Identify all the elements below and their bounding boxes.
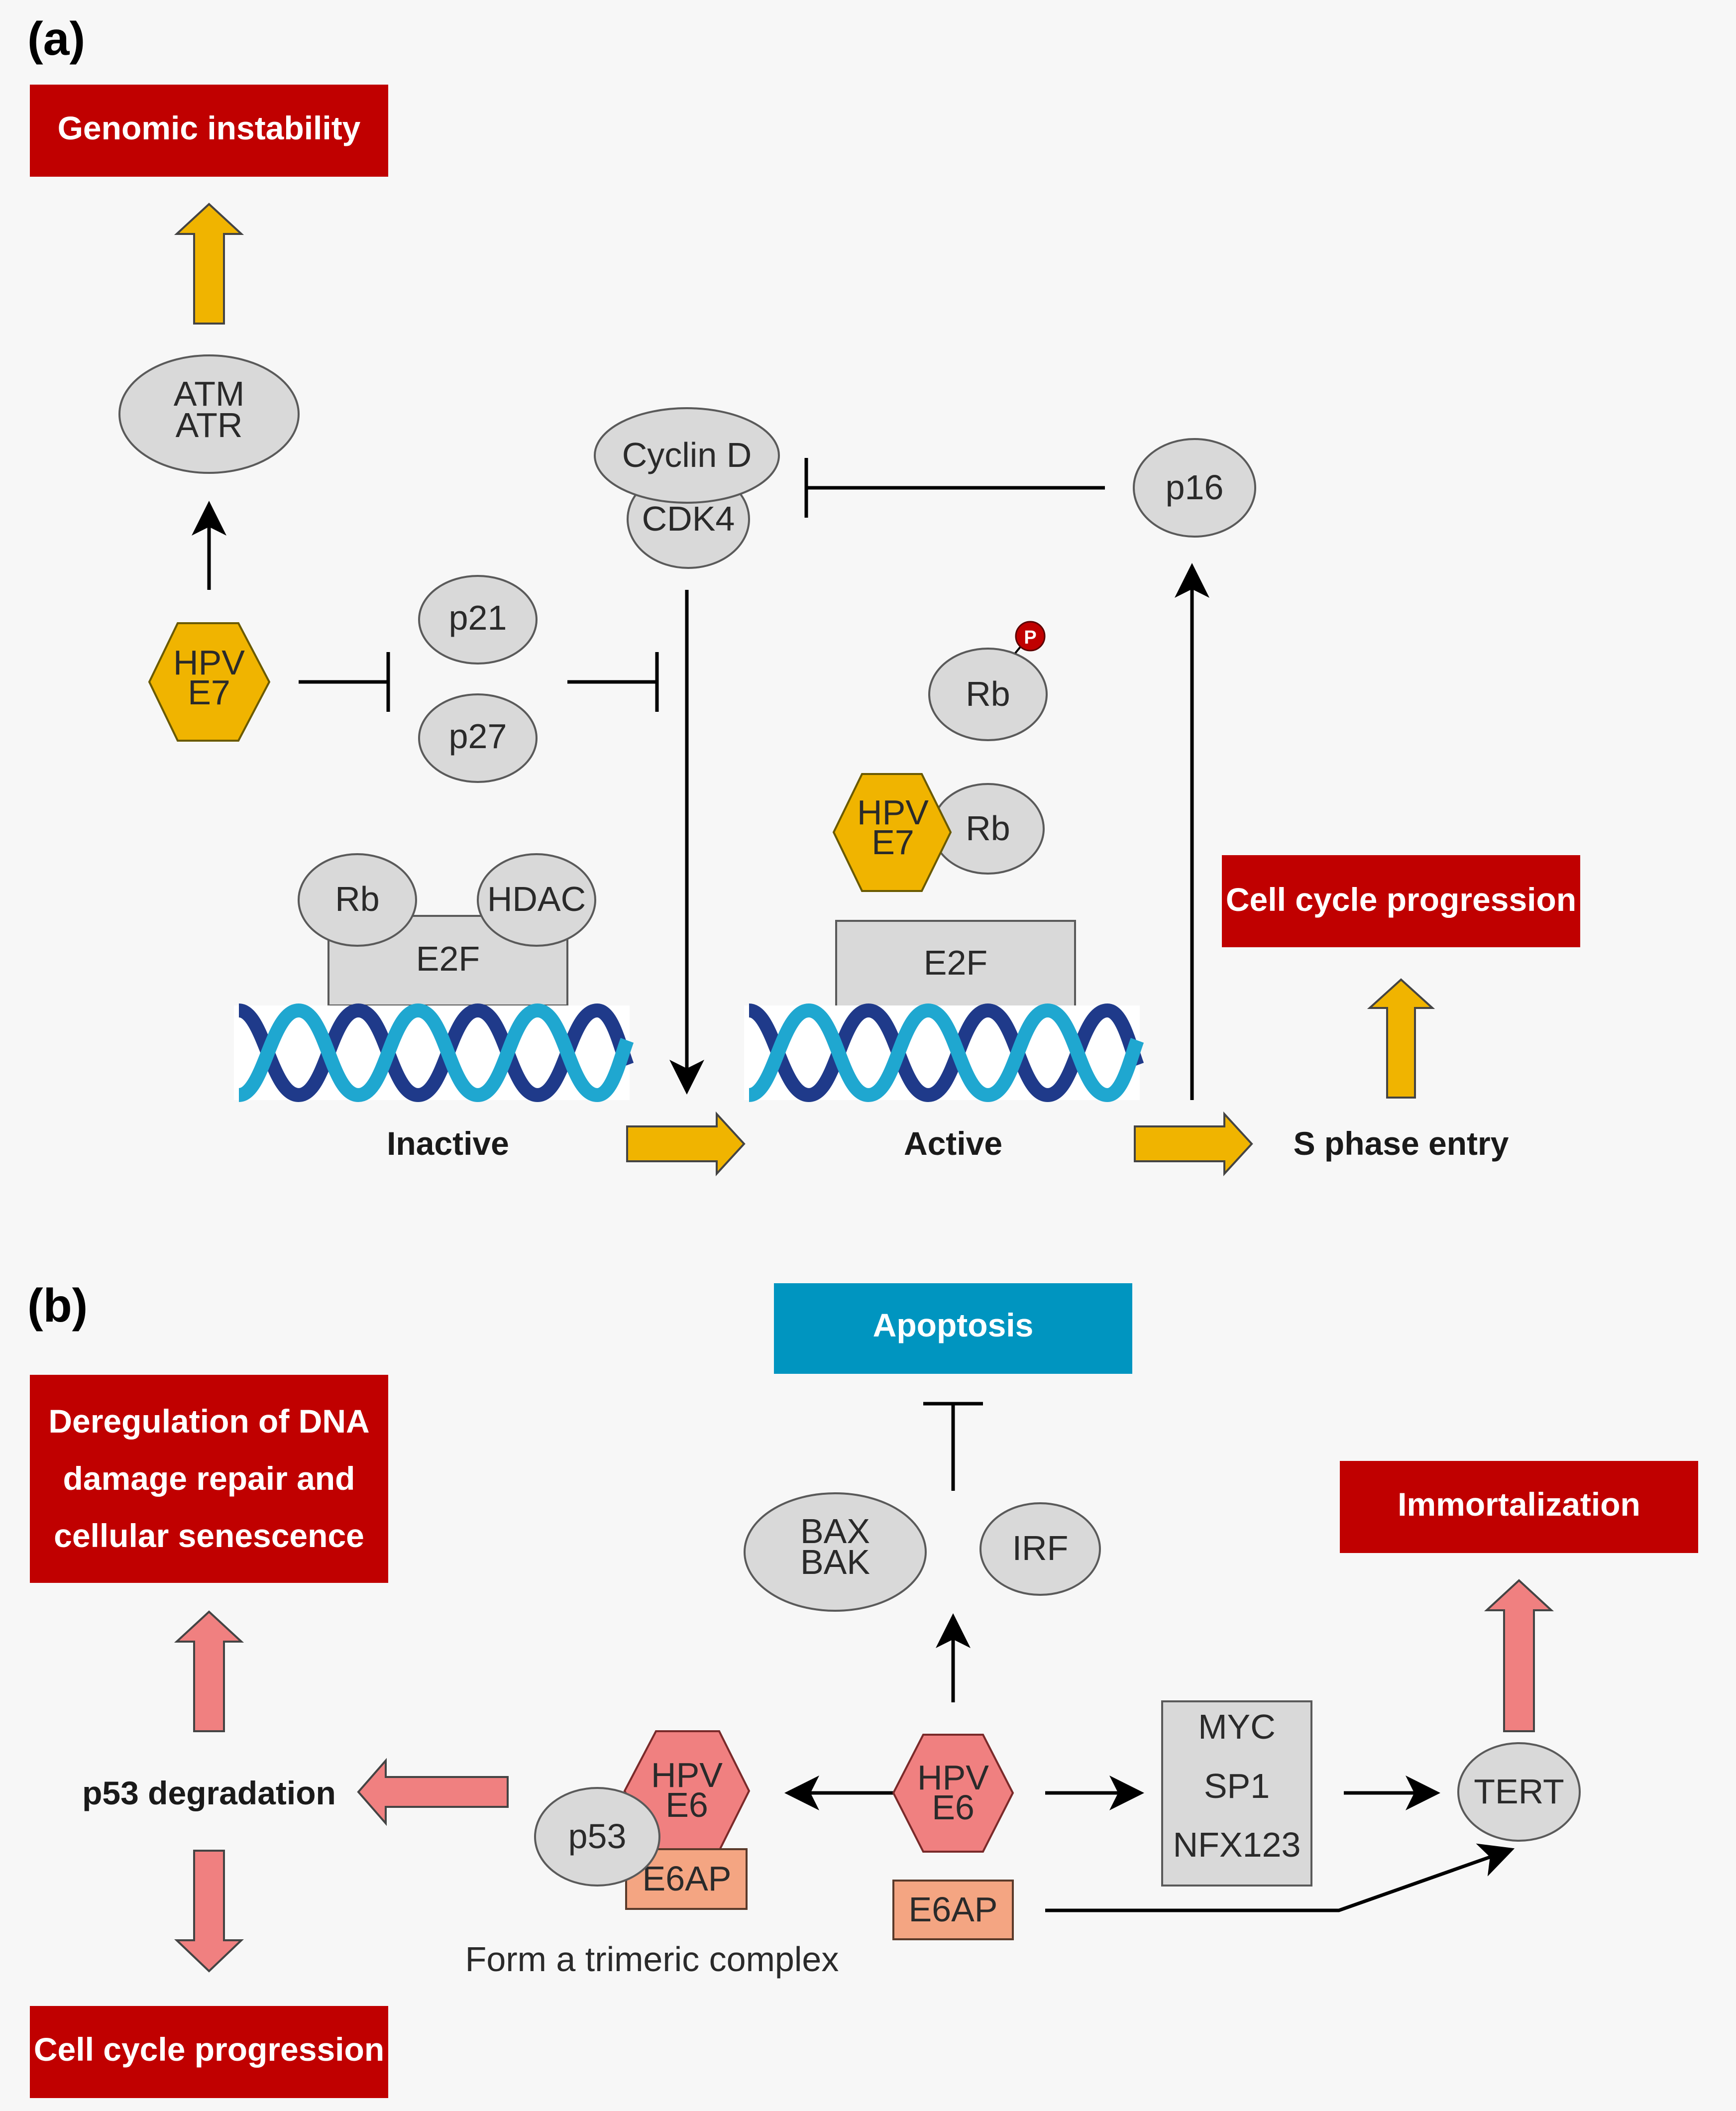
cdk4-label: CDK4 (642, 499, 735, 538)
panel-a-label: (a) (27, 12, 85, 65)
e2f-active-label: E2F (924, 943, 987, 982)
hpv-e6-e6: E6 (932, 1788, 975, 1827)
hpv-e7-label-hpv: HPV (173, 643, 245, 682)
active-label: Active (904, 1125, 1002, 1162)
pink-down-arrow-cellcycle (174, 1850, 244, 1973)
hpv-e6-hexagon (892, 1734, 1014, 1853)
atm-atr-ellipse (118, 354, 300, 474)
orange-up-arrow-cellcycle (1367, 978, 1435, 1099)
rb-inactive-label: Rb (335, 880, 379, 918)
hpv-e6-complex-hpv: HPV (651, 1756, 723, 1794)
inactive-label: Inactive (387, 1125, 509, 1162)
arrow-e6ap-to-tert (1045, 1843, 1515, 1912)
sp1-label: SP1 (1204, 1767, 1270, 1805)
dna-helix-inactive (237, 1003, 634, 1103)
hpv-e6-complex-e6: E6 (665, 1785, 708, 1824)
e6ap-complex-label: E6AP (643, 1859, 732, 1898)
bax-bak-ellipse (744, 1492, 927, 1612)
deregulation-line2: damage repair and (63, 1460, 355, 1497)
transcription-factors-box (1161, 1700, 1312, 1887)
bax-label: BAX (800, 1512, 870, 1551)
p21-label: p21 (449, 598, 507, 637)
myc-label: MYC (1198, 1707, 1276, 1746)
hpv-e6-hpv: HPV (917, 1758, 989, 1797)
cell-cycle-label-b: Cell cycle progression (34, 2031, 384, 2068)
rb-bound-label: Rb (966, 809, 1010, 848)
e2f-active-box (835, 920, 1076, 1009)
nfx123-label: NFX123 (1173, 1825, 1301, 1864)
panel-b-label: (b) (27, 1279, 88, 1332)
p27-ellipse (418, 693, 538, 783)
e2f-inactive-label: E2F (416, 939, 480, 978)
p16-ellipse (1133, 438, 1256, 538)
genomic-instability-label: Genomic instability (58, 110, 361, 146)
orange-up-arrow-genomic (174, 203, 244, 325)
p53-label: p53 (568, 1817, 627, 1856)
p21-ellipse (418, 575, 538, 665)
deregulation-box (30, 1375, 388, 1583)
hdac-ellipse (477, 853, 596, 947)
tert-ellipse (1457, 1742, 1581, 1842)
deregulation-line3: cellular senescence (54, 1517, 364, 1554)
rb-phospho-ellipse (928, 648, 1048, 741)
tert-label: TERT (1474, 1772, 1564, 1811)
bak-label: BAK (800, 1543, 870, 1581)
pink-up-arrow-immortal (1484, 1579, 1554, 1732)
genomic-instability-box (30, 85, 388, 177)
rb-phospho-label: Rb (966, 674, 1010, 713)
e6ap-label: E6AP (909, 1890, 998, 1929)
p27-label: p27 (449, 717, 507, 756)
immortalization-box (1340, 1461, 1698, 1553)
cell-cycle-box-a (1222, 855, 1580, 947)
atm-label: ATM (174, 374, 245, 413)
orange-arrow-active-sphase (1134, 1111, 1253, 1177)
phospho-circle (1015, 621, 1046, 652)
apoptosis-label: Apoptosis (873, 1307, 1034, 1343)
irf-ellipse (979, 1502, 1101, 1596)
cyclin-d-ellipse (594, 407, 780, 504)
irf-label: IRF (1012, 1529, 1069, 1567)
trimeric-label: Form a trimeric complex (465, 1940, 839, 1979)
rb-inactive-ellipse (298, 853, 417, 947)
hpv-e7-active-hpv: HPV (857, 793, 929, 832)
dna-helix-active (748, 1003, 1144, 1103)
hpv-e7-hexagon (148, 622, 271, 742)
immortalization-label: Immortalization (1398, 1486, 1640, 1523)
hdac-label: HDAC (487, 880, 586, 918)
phospho-label: P (1024, 627, 1036, 648)
e6ap-box (892, 1880, 1014, 1940)
atr-label: ATR (176, 406, 243, 444)
p16-label: p16 (1166, 468, 1224, 507)
deregulation-line1: Deregulation of DNA (48, 1403, 369, 1440)
hpv-e7-active-hexagon (832, 773, 952, 892)
hpv-e7-active-e7: E7 (871, 823, 914, 862)
cell-cycle-box-b (30, 2006, 388, 2098)
p53-ellipse (534, 1787, 660, 1887)
apoptosis-box (774, 1283, 1132, 1374)
cyclin-d-label: Cyclin D (622, 436, 752, 474)
pink-left-arrow-p53 (357, 1758, 509, 1826)
s-phase-entry-label: S phase entry (1294, 1125, 1509, 1162)
orange-arrow-inactive-active (626, 1111, 746, 1177)
p53-degradation-label: p53 degradation (82, 1775, 336, 1811)
hpv-e7-label-e7: E7 (188, 673, 230, 712)
cell-cycle-label-a: Cell cycle progression (1226, 881, 1576, 918)
pink-up-arrow-deregulation (174, 1610, 244, 1732)
